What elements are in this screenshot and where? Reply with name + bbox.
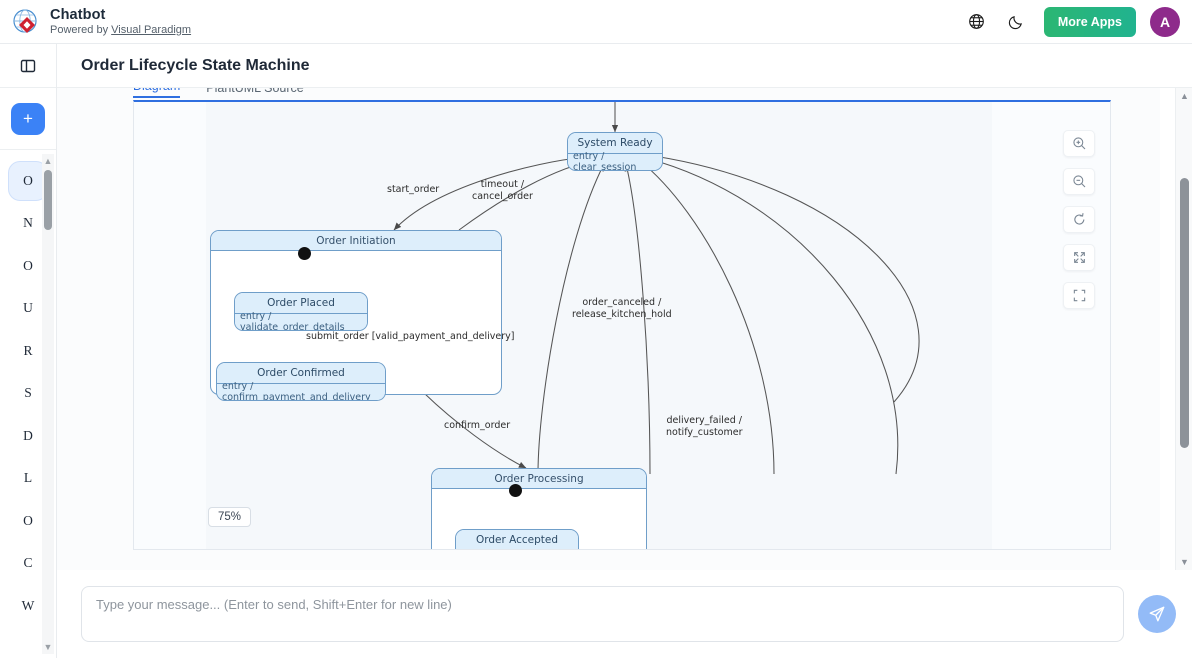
assistant-message: Diagram PlantUML Source: [57, 88, 1160, 570]
state-system-ready[interactable]: System Ready entry / clear_session: [567, 132, 663, 171]
transition-label-confirm-order: confirm_order: [444, 420, 511, 431]
transition-label-line2: cancel_order: [472, 190, 533, 202]
globe-icon[interactable]: [964, 9, 990, 35]
scrollbar-thumb[interactable]: [44, 170, 52, 230]
state-order-accepted[interactable]: Order Accepted entry / acknowledge_order: [455, 529, 579, 549]
conversation-item-9[interactable]: C: [23, 555, 33, 570]
send-button[interactable]: [1138, 595, 1176, 633]
region-title: Order Processing: [432, 469, 646, 489]
brand: Chatbot Powered by Visual Paradigm: [0, 7, 191, 36]
message-input[interactable]: [81, 586, 1124, 642]
state-name: Order Placed: [235, 293, 367, 313]
fit-screen-icon[interactable]: [1063, 282, 1095, 309]
initial-node-order-processing: [509, 484, 522, 497]
zoom-in-icon[interactable]: [1063, 130, 1095, 157]
transition-label-submit-order: submit_order [valid_payment_and_delivery…: [306, 331, 515, 342]
conversation-item-7[interactable]: L: [23, 470, 33, 485]
transition-label-line2: notify_customer: [666, 426, 743, 438]
tab-diagram[interactable]: Diagram: [133, 88, 181, 98]
triangle-down-icon[interactable]: ▼: [1180, 557, 1189, 567]
zoom-level-badge[interactable]: 75%: [208, 507, 252, 527]
conversation-item-4[interactable]: R: [23, 342, 33, 358]
transition-label-start-order: start_order: [387, 184, 440, 195]
transition-label-line1: timeout /: [480, 179, 525, 190]
state-name: Order Accepted: [456, 530, 578, 549]
state-order-placed[interactable]: Order Placed entry / validate_order_deta…: [234, 292, 368, 331]
chat-content-area: Diagram PlantUML Source: [57, 88, 1192, 570]
zoom-out-icon[interactable]: [1063, 168, 1095, 195]
moon-icon[interactable]: [1004, 9, 1030, 35]
region-title: Order Initiation: [211, 231, 501, 251]
conversation-item-5[interactable]: S: [24, 385, 32, 400]
conversation-list: ▲ ▼ O N O U R S D L O C W: [0, 150, 56, 658]
transition-label-line1: delivery_failed /: [666, 415, 742, 426]
conversation-item-1[interactable]: N: [23, 215, 33, 230]
initial-node-order-initiation: [298, 247, 311, 260]
state-name: System Ready: [568, 133, 662, 153]
reset-icon[interactable]: [1063, 206, 1095, 233]
powered-by-prefix: Powered by: [50, 23, 112, 36]
transition-label-timeout: timeout / cancel_order: [472, 179, 533, 203]
content-scrollbar[interactable]: ▲ ▼: [1175, 88, 1192, 570]
state-activity: entry / clear_session: [568, 151, 662, 170]
more-apps-button[interactable]: More Apps: [1043, 6, 1136, 37]
avatar[interactable]: A: [1150, 6, 1180, 37]
conversation-item-2[interactable]: O: [23, 257, 33, 273]
diagram-toolbar: [1063, 130, 1095, 309]
transition-label-line2: release_kitchen_hold: [572, 308, 672, 320]
new-chat-row: +: [0, 88, 56, 150]
left-rail: + ▲ ▼ O N O U R S D L O C W: [0, 44, 57, 658]
diagram-tabs: Diagram PlantUML Source: [133, 88, 1153, 98]
message-gutter: [57, 88, 133, 570]
app-title: Chatbot: [50, 6, 106, 23]
state-name: Order Confirmed: [217, 363, 385, 383]
diagram-canvas[interactable]: System Ready entry / clear_session Order…: [134, 102, 1110, 549]
transition-label-order-canceled: order_canceled / release_kitchen_hold: [572, 297, 672, 321]
new-chat-button[interactable]: +: [11, 102, 45, 135]
send-paper-plane-icon: [1149, 606, 1165, 622]
state-activity: entry / validate_order_details: [235, 311, 367, 330]
conversation-item-6[interactable]: D: [23, 427, 33, 443]
state-order-confirmed[interactable]: Order Confirmed entry / confirm_payment_…: [216, 362, 386, 401]
scrollbar-thumb[interactable]: [1180, 178, 1189, 448]
conversation-item-8[interactable]: O: [23, 512, 33, 528]
triangle-down-icon[interactable]: ▼: [43, 642, 53, 652]
triangle-up-icon[interactable]: ▲: [1180, 91, 1189, 101]
conversation-item-10[interactable]: W: [21, 597, 35, 613]
powered-by: Powered by Visual Paradigm: [50, 24, 191, 37]
state-activity: entry / confirm_payment_and_delivery: [217, 381, 385, 400]
expand-icon[interactable]: [1063, 244, 1095, 271]
visual-paradigm-link[interactable]: Visual Paradigm: [111, 23, 192, 36]
tab-plantuml-source[interactable]: PlantUML Source: [206, 88, 304, 95]
panel-toggle-icon[interactable]: [0, 44, 56, 88]
diagram-card: System Ready entry / clear_session Order…: [133, 100, 1111, 550]
main-header: Order Lifecycle State Machine: [57, 44, 1192, 88]
triangle-up-icon[interactable]: ▲: [43, 156, 53, 166]
top-bar-actions: More Apps A: [964, 6, 1192, 37]
app-top-bar: Chatbot Powered by Visual Paradigm More …: [0, 0, 1192, 44]
message-composer: [57, 570, 1192, 658]
transition-label-line1: order_canceled /: [582, 297, 662, 308]
conversation-item-3[interactable]: U: [23, 300, 33, 315]
visual-paradigm-globe-logo: [12, 8, 40, 36]
transition-label-delivery-failed: delivery_failed / notify_customer: [666, 415, 742, 439]
conversation-list-scrollbar[interactable]: ▲ ▼: [42, 154, 54, 654]
page-title: Order Lifecycle State Machine: [81, 56, 310, 74]
